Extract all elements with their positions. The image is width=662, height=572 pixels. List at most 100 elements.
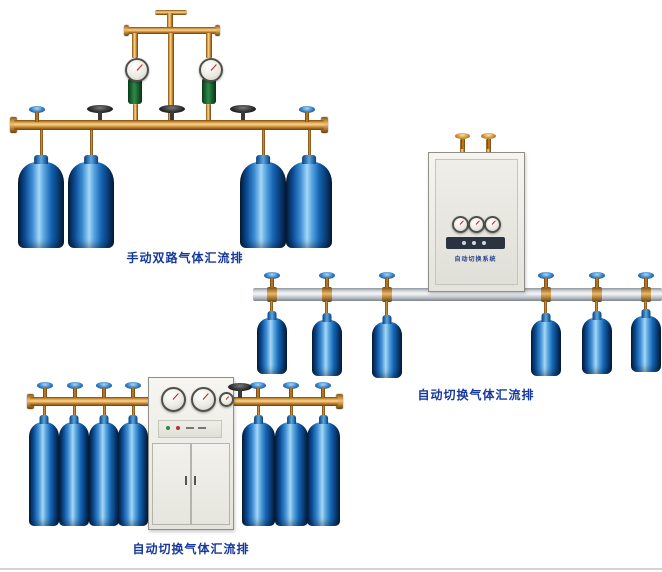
pigtail-drop [43, 406, 46, 422]
indicator-light [462, 241, 466, 245]
gas-cylinder [582, 318, 612, 374]
cabinet-label: 自动切换系统 [454, 256, 497, 263]
riser-pipe [132, 33, 138, 58]
cylinder-valve-knob [538, 272, 554, 279]
pressure-gauge [199, 58, 223, 82]
pigtail-drop [385, 301, 388, 324]
bar-fitting [641, 287, 651, 302]
gas-cylinder [531, 320, 561, 376]
cylinder-valve-knob [319, 272, 335, 279]
pressure-regulator [128, 78, 142, 104]
regulator-outlet-pipe [206, 104, 211, 122]
center-drop-pipe [168, 33, 174, 121]
riser-pipe [206, 33, 212, 58]
gas-cylinder [242, 422, 275, 526]
product-caption: 自动切换气体汇流排 [132, 542, 250, 556]
pressure-gauge [161, 387, 186, 412]
bar-fitting [322, 287, 332, 302]
cylinder-valve-knob [315, 382, 331, 389]
bar-fitting [267, 287, 277, 302]
pipe-cap [321, 117, 328, 133]
cylinder-valve-knob [264, 272, 280, 279]
gas-cylinder [631, 316, 661, 372]
valve-handwheel [87, 105, 113, 113]
cabinet-control-panel [158, 420, 222, 438]
pressure-gauge [125, 58, 149, 82]
gas-cylinder [372, 322, 402, 378]
cabinet-door [191, 443, 230, 525]
pressure-gauge [452, 216, 469, 233]
pressure-gauge [468, 216, 485, 233]
cabinet-top-valve-knob [481, 133, 496, 139]
cabinet-top-valve-knob [455, 133, 470, 139]
cylinder-valve-knob [379, 272, 395, 279]
pipe-cap [215, 25, 220, 36]
cylinder-valve-knob [283, 382, 299, 389]
panel-switch [198, 427, 206, 429]
door-handle [194, 476, 196, 485]
pigtail-drop [40, 130, 43, 164]
valve-handwheel [228, 383, 252, 391]
pipe-cap [336, 394, 343, 409]
indicator-light [482, 241, 486, 245]
gas-cylinder [118, 422, 148, 526]
bar-fitting [382, 287, 392, 302]
pigtail-drop [308, 130, 311, 164]
cylinder-valve-knob [250, 382, 266, 389]
indicator-light [472, 241, 476, 245]
cylinder-valve-knob [29, 106, 45, 113]
manifold-pipe [14, 120, 324, 130]
cylinder-valve-knob [589, 272, 605, 279]
valve-handwheel [230, 105, 256, 113]
cylinder-valve-knob [67, 382, 83, 389]
gas-cylinder [89, 422, 119, 526]
header-pipe [128, 27, 216, 34]
product-caption: 手动双路气体汇流排 [126, 251, 244, 265]
panel-switch [186, 427, 194, 429]
pipe-cap [124, 25, 129, 36]
cylinder-valve-knob [37, 382, 53, 389]
gas-cylinder [275, 422, 308, 526]
pigtail-drop [73, 406, 76, 422]
product-caption: 自动切换气体汇流排 [417, 388, 535, 402]
indicator-light [176, 426, 180, 430]
pigtail-drop [322, 406, 325, 422]
cylinder-valve-knob [638, 272, 654, 279]
pressure-gauge [484, 216, 501, 233]
cabinet-door [152, 443, 191, 525]
bar-fitting [541, 287, 551, 302]
pipe-cap [10, 117, 17, 133]
manifold-bar [253, 288, 662, 301]
pigtail-drop [90, 130, 93, 164]
gas-cylinder [307, 422, 340, 526]
pressure-gauge [219, 392, 234, 407]
pigtail-drop [257, 406, 260, 422]
gas-cylinder [286, 162, 332, 248]
gas-cylinder [240, 162, 286, 248]
cylinder-valve-knob [299, 106, 315, 113]
door-handle [185, 476, 187, 485]
pigtail-drop [544, 301, 547, 322]
regulator-outlet-pipe [133, 104, 138, 122]
gas-cylinder [18, 162, 64, 248]
valve-handwheel [159, 105, 185, 113]
cabinet-panel [435, 159, 518, 285]
gas-cylinder [68, 162, 114, 248]
pigtail-drop [325, 301, 328, 322]
page-bottom-divider [0, 568, 662, 570]
top-valve-handle [155, 10, 187, 15]
top-valve-stem [167, 13, 173, 28]
pigtail-drop [132, 406, 135, 422]
cylinder-valve-knob [125, 382, 141, 389]
pressure-regulator [202, 78, 216, 104]
pressure-gauge [191, 387, 216, 412]
pigtail-drop [103, 406, 106, 422]
bar-fitting [592, 287, 602, 302]
pigtail-drop [290, 406, 293, 422]
gas-cylinder [257, 318, 287, 374]
gas-cylinder [312, 320, 342, 376]
